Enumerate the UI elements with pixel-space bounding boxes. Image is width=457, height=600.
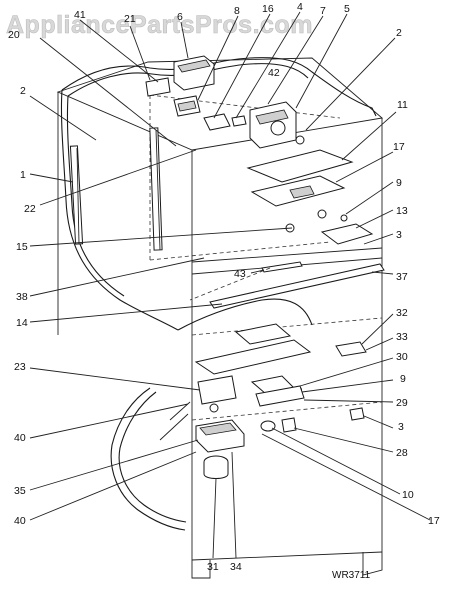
callout-35: 35 xyxy=(14,485,26,497)
refrigerator-cabinet xyxy=(56,57,384,579)
callout-8: 8 xyxy=(234,5,240,17)
callout-9-top: 9 xyxy=(396,177,402,189)
evaporator-fan-assembly xyxy=(249,101,305,149)
callout-43: 43 xyxy=(234,268,246,280)
callout-23: 23 xyxy=(14,361,26,373)
mullion-parts xyxy=(189,261,385,309)
callout-6: 6 xyxy=(177,11,183,23)
callout-17-top: 17 xyxy=(393,141,405,153)
callout-16: 16 xyxy=(262,3,274,15)
callout-7: 7 xyxy=(320,5,326,17)
fresh-food-parts xyxy=(159,323,367,479)
callout-14: 14 xyxy=(16,317,28,329)
callout-32: 32 xyxy=(396,307,408,319)
callout-9-bottom: 9 xyxy=(400,373,406,385)
callout-4: 4 xyxy=(297,1,303,13)
callout-17-bottom: 17 xyxy=(428,515,440,527)
callout-38: 38 xyxy=(16,291,28,303)
door-trim-strips xyxy=(69,127,163,251)
callout-30: 30 xyxy=(396,351,408,363)
callout-34: 34 xyxy=(230,561,242,573)
callout-13: 13 xyxy=(396,205,408,217)
callout-20: 20 xyxy=(8,29,20,41)
lower-door-gasket xyxy=(110,298,313,531)
callout-37: 37 xyxy=(396,271,408,283)
callout-2-left: 2 xyxy=(20,85,26,97)
callout-5: 5 xyxy=(344,3,350,15)
callout-11: 11 xyxy=(397,99,408,111)
callout-31: 31 xyxy=(207,561,219,573)
callout-21: 21 xyxy=(124,13,136,25)
callout-28: 28 xyxy=(396,447,408,459)
callout-42: 42 xyxy=(268,67,280,79)
callout-29: 29 xyxy=(396,397,408,409)
callout-40-upper: 40 xyxy=(14,432,26,444)
top-control-parts xyxy=(145,55,247,131)
callout-1: 1 xyxy=(20,169,26,181)
leader-lines xyxy=(29,11,431,559)
callout-labels: 41 21 6 8 16 4 7 5 20 2 42 11 2 1 17 9 2… xyxy=(8,1,440,573)
callout-41: 41 xyxy=(74,9,86,21)
drawing-code: WR3711 xyxy=(332,570,371,581)
watermark-text: AppliancePartsPros.com xyxy=(6,11,313,39)
lower-door-gasket-inner xyxy=(118,391,187,523)
callout-3-top: 3 xyxy=(396,229,402,241)
callout-22: 22 xyxy=(24,203,36,215)
freezer-shelf-panels xyxy=(246,149,374,245)
callout-10: 10 xyxy=(402,489,414,501)
callout-15: 15 xyxy=(16,241,28,253)
callout-33: 33 xyxy=(396,331,408,343)
callout-2-right: 2 xyxy=(396,27,402,39)
callout-3-bottom: 3 xyxy=(398,421,404,433)
upper-door-gasket xyxy=(60,57,377,331)
callout-40-lower: 40 xyxy=(14,515,26,527)
